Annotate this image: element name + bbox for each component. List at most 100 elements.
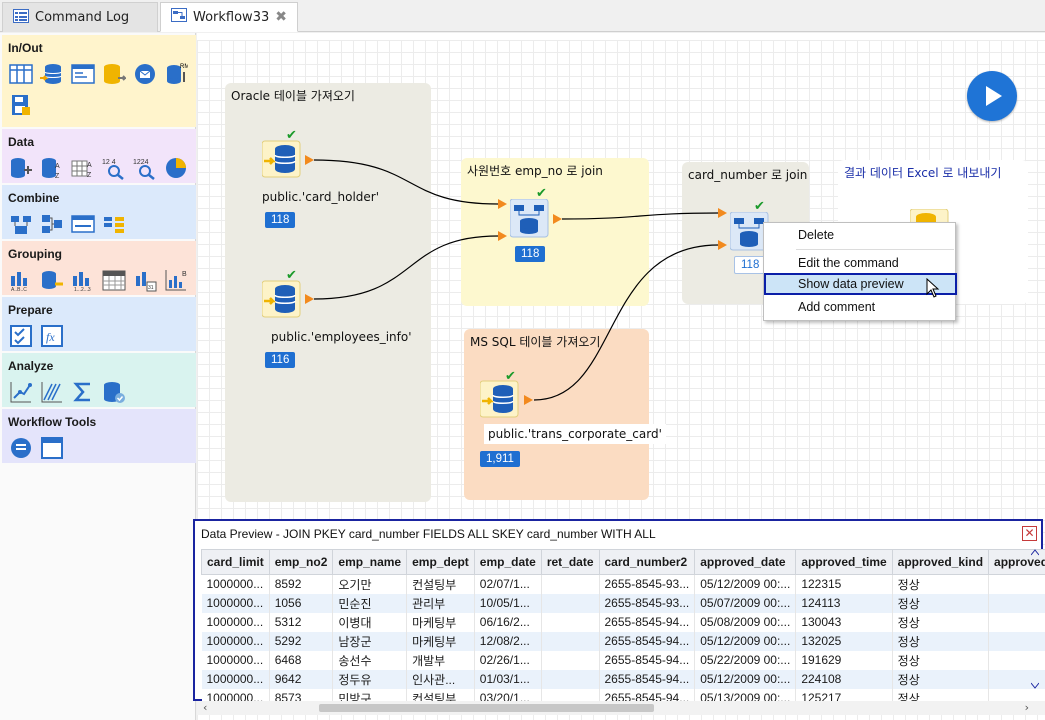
table-row[interactable]: 1000000...5292남장군마케팅부12/08/2...2655-8545…: [202, 632, 1045, 651]
scroll-right-icon[interactable]: ›: [1025, 701, 1029, 714]
column-header[interactable]: approved_kind: [892, 550, 988, 575]
column-header[interactable]: approved_date: [695, 550, 796, 575]
group-oracle[interactable]: Oracle 테이블 가져오기: [225, 83, 431, 502]
scroll-left-icon[interactable]: ‹: [203, 701, 207, 714]
merge-icon[interactable]: [39, 211, 65, 237]
table-cell: 이병대: [333, 613, 407, 632]
group-123-icon[interactable]: 1...2...3: [70, 267, 96, 293]
comment-icon[interactable]: [8, 435, 34, 461]
database-icon: [262, 139, 302, 179]
scatter-icon[interactable]: [8, 379, 34, 405]
group-join-emp-no[interactable]: 사원번호 emp_no 로 join: [461, 158, 649, 306]
table-cell: 122315: [796, 575, 892, 594]
join-icon: [510, 199, 550, 239]
group-db-icon[interactable]: [39, 267, 65, 293]
table-row[interactable]: 1000000...5312이병대마케팅부06/16/2...2655-8545…: [202, 613, 1045, 632]
table-cell: 남장군: [333, 632, 407, 651]
list-icon: [13, 9, 29, 27]
vertical-scrollbar[interactable]: [1031, 549, 1039, 689]
formula-icon[interactable]: fx: [39, 323, 65, 349]
palette-section-title: Combine: [8, 191, 59, 205]
table-cell: 06/16/2...: [474, 613, 541, 632]
cursor-icon: [926, 278, 940, 298]
palette-section-analyze: Analyze: [2, 353, 196, 407]
svg-text:31: 31: [148, 285, 154, 291]
table-row[interactable]: 1000000...8592오기만컨설팅부02/07/1...2655-8545…: [202, 575, 1045, 594]
table-header-row: card_limit emp_no2 emp_name emp_dept emp…: [202, 550, 1045, 575]
table-row[interactable]: 1000000...9642정두유인사관...01/03/1...2655-85…: [202, 670, 1045, 689]
close-icon[interactable]: ✖: [275, 9, 287, 25]
table-cell: 인사관...: [407, 670, 475, 689]
tab-workflow33[interactable]: Workflow33 ✖: [160, 2, 298, 32]
group-title: MS SQL 테이블 가져오기: [470, 333, 600, 350]
menu-item-edit-command[interactable]: Edit the command: [764, 252, 955, 274]
node-employees-info[interactable]: [262, 279, 302, 319]
group-abc-icon[interactable]: A..B..C: [8, 267, 34, 293]
run-workflow-button[interactable]: [967, 71, 1017, 121]
column-header[interactable]: card_limit: [202, 550, 270, 575]
group-b-icon[interactable]: B: [163, 267, 189, 293]
column-header[interactable]: card_number2: [599, 550, 695, 575]
menu-item-delete[interactable]: Delete: [764, 224, 955, 246]
numeric-search-icon[interactable]: 12 4: [101, 155, 127, 181]
close-icon[interactable]: ✕: [1022, 526, 1037, 541]
palette-section-inout: In/Out RM: [2, 35, 196, 127]
column-header[interactable]: approved_time: [796, 550, 892, 575]
sheet-import-icon[interactable]: [70, 61, 96, 87]
union-icon[interactable]: [101, 211, 127, 237]
column-header[interactable]: emp_name: [333, 550, 407, 575]
database-export-icon[interactable]: [101, 61, 127, 87]
mail-icon[interactable]: [132, 61, 158, 87]
value-search-icon[interactable]: 1224: [132, 155, 158, 181]
sum-icon[interactable]: [70, 379, 96, 405]
table-cell: 6468: [269, 651, 333, 670]
node-trans-corporate-card[interactable]: [480, 379, 520, 419]
scrollbar-thumb[interactable]: [319, 704, 654, 712]
append-icon[interactable]: [70, 211, 96, 237]
join-icon[interactable]: [8, 211, 34, 237]
context-menu: Delete Edit the command Show data previe…: [763, 222, 956, 321]
table-cell: 2655-8545-94...: [599, 613, 695, 632]
table-cell: 8592: [269, 575, 333, 594]
calendar-grid-icon[interactable]: [101, 267, 127, 293]
table-cell: 05/07/2009 00:...: [695, 594, 796, 613]
save-file-icon[interactable]: [8, 92, 34, 118]
column-header[interactable]: emp_no2: [269, 550, 333, 575]
svg-text:fx: fx: [46, 330, 55, 344]
container-icon[interactable]: [39, 435, 65, 461]
table-cell: 2655-8545-93...: [599, 594, 695, 613]
menu-item-add-comment[interactable]: Add comment: [764, 296, 955, 318]
database-import-icon[interactable]: [39, 61, 65, 87]
tab-command-log[interactable]: Command Log: [2, 2, 158, 32]
db-check-icon[interactable]: [101, 379, 127, 405]
table-cell: 2655-8545-94...: [599, 632, 695, 651]
group-date-icon[interactable]: 31: [132, 267, 158, 293]
table-import-icon[interactable]: [8, 61, 34, 87]
row-count-badge: 118: [515, 246, 545, 262]
palette-section-workflow-tools: Workflow Tools: [2, 409, 196, 463]
tab-command-log-label: Command Log: [35, 10, 129, 25]
check-icon: ✔: [286, 268, 297, 283]
table-row[interactable]: 1000000...1056민순진관리부10/05/1...2655-8545-…: [202, 594, 1045, 613]
column-header[interactable]: ret_date: [541, 550, 599, 575]
table-cell: 130043: [796, 613, 892, 632]
pie-chart-icon[interactable]: [163, 155, 189, 181]
group-title: card_number 로 join: [688, 166, 807, 183]
sort-az-icon[interactable]: AZ: [39, 155, 65, 181]
column-header[interactable]: emp_date: [474, 550, 541, 575]
regression-icon[interactable]: [39, 379, 65, 405]
svg-text:1224: 1224: [133, 159, 149, 166]
node-join-emp-no[interactable]: [510, 199, 550, 239]
tab-workflow33-label: Workflow33: [193, 10, 269, 25]
node-card-holder[interactable]: [262, 139, 302, 179]
db-filter-icon[interactable]: [8, 155, 34, 181]
table-cell: 9642: [269, 670, 333, 689]
horizontal-scrollbar[interactable]: ‹ ›: [197, 701, 1045, 715]
table-sort-icon[interactable]: AZ: [70, 155, 96, 181]
rm-database-icon[interactable]: RM: [163, 61, 189, 87]
table-row[interactable]: 1000000...6468송선수개발부02/26/1...2655-8545-…: [202, 651, 1045, 670]
checklist-icon[interactable]: [8, 323, 34, 349]
database-icon: [262, 279, 302, 319]
column-header[interactable]: emp_dept: [407, 550, 475, 575]
tool-palette: In/Out RM Data AZ AZ 12 4 1224: [0, 33, 196, 720]
